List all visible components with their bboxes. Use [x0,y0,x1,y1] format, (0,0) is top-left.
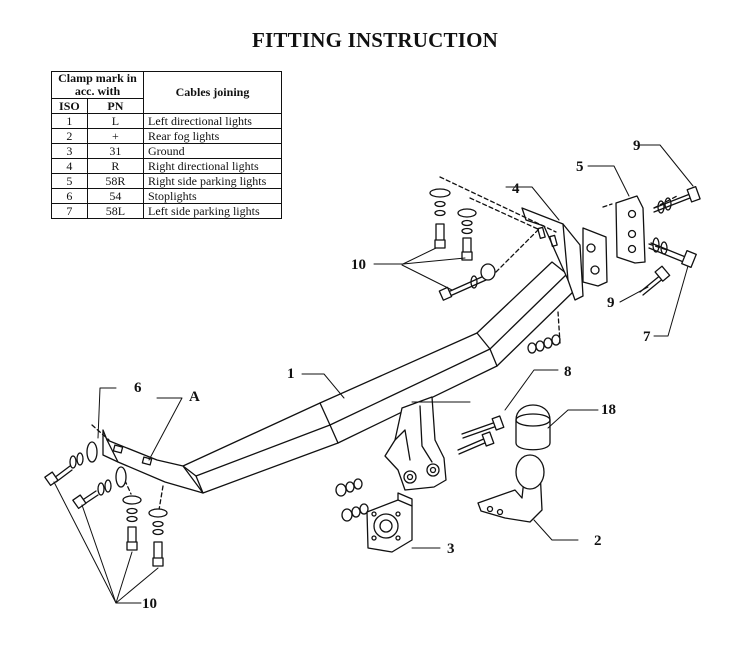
desc-cell: Right directional lights [142,158,283,174]
clamp-mark-header: Clamp mark in acc. with [51,71,144,99]
ball-cover [515,404,551,451]
label-bolt-7: 7 [643,329,651,345]
crossbar [102,261,576,494]
label-bolts-9-top: 9 [633,138,641,154]
iso-cell: 7 [51,203,88,219]
desc-cell: Left side parking lights [142,203,283,219]
pn-cell: 54 [86,188,144,204]
leader-lines [53,144,694,604]
label-bolts-9-bottom: 9 [607,295,615,311]
part-labels: 1 2 3 4 5 6 7 8 9 9 10 10 18 A [134,138,651,612]
assembly-dashed-lines [91,176,678,511]
ball-neck [477,454,545,523]
cable-joining-table: Clamp mark in acc. with Cables joining I… [51,71,283,219]
hitch-body [384,396,447,491]
label-right-arm: 4 [512,181,520,197]
pn-cell: 31 [86,143,144,159]
page-title: FITTING INSTRUCTION [252,28,498,52]
label-point-a: A [189,389,200,405]
label-ball-neck: 2 [594,533,602,549]
cables-joining-header: Cables joining [142,71,283,114]
label-right-plate: 5 [576,159,584,175]
fasteners [44,186,701,567]
right-mounting-plate [582,195,646,287]
right-arm [521,207,584,301]
label-bolts-10-top: 10 [351,257,366,273]
label-left-plate: 6 [134,380,142,396]
desc-cell: Ground [142,143,283,159]
pn-header: PN [86,98,144,114]
desc-cell: Stoplights [142,188,283,204]
label-crossbar: 1 [287,366,295,382]
socket-plate [366,492,413,553]
label-bolts-10-bottom: 10 [142,596,157,612]
desc-cell: Right side parking lights [142,173,283,189]
label-socket-plate: 3 [447,541,455,557]
label-bolt-8: 8 [564,364,572,380]
label-ball-cover: 18 [601,402,616,418]
pn-cell: 58L [86,203,144,219]
